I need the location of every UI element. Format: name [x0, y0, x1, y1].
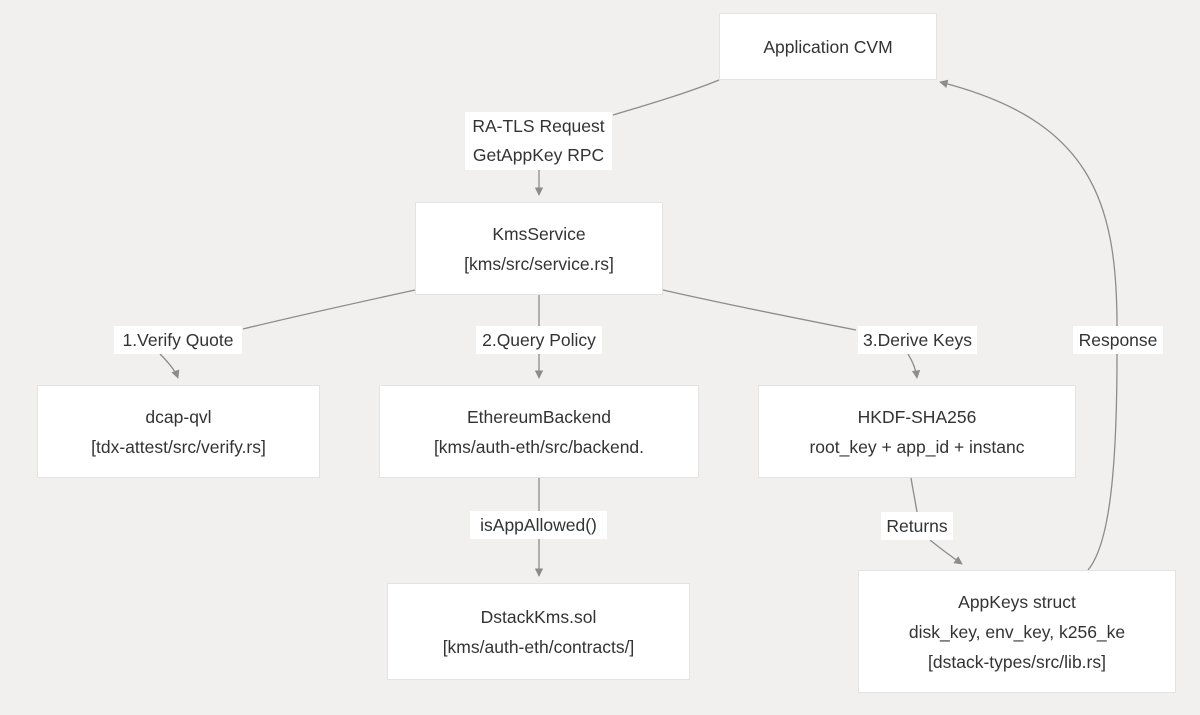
- edge-label-is-app-allowed: isAppAllowed(): [470, 511, 607, 539]
- edge-label-ra-tls-request-line-2: GetAppKey RPC: [472, 145, 605, 165]
- edge-cvm-to-label: [612, 79, 720, 116]
- node-dcap-qvl-line-1: dcap-qvl: [145, 406, 212, 427]
- node-kms-service-line-1: KmsService: [492, 223, 586, 244]
- edge-label-response-line-1: Response: [1078, 330, 1158, 350]
- edge-label-returns: Returns: [881, 512, 953, 540]
- edge-appkeys-to-response-label: [1087, 353, 1118, 571]
- edge-label-derive-keys: 3.Derive Keys: [858, 326, 977, 354]
- edge-kms-to-verify-label: [242, 289, 416, 330]
- edge-label-query-policy-line-1: 2.Query Policy: [482, 330, 596, 350]
- edge-label-verify-quote-line-1: 1.Verify Quote: [122, 330, 234, 350]
- node-dcap-qvl-line-2: [tdx-attest/src/verify.rs]: [91, 436, 266, 457]
- edge-derive-to-hkdf: [907, 353, 921, 379]
- node-kms-service[interactable]: KmsService [kms/src/service.rs]: [415, 202, 663, 295]
- node-dcap-qvl[interactable]: dcap-qvl [tdx-attest/src/verify.rs]: [37, 385, 320, 478]
- node-kms-service-line-2: [kms/src/service.rs]: [464, 253, 614, 274]
- node-dstack-kms-sol-line-1: DstackKms.sol: [480, 606, 597, 627]
- edge-label-derive-keys-line-1: 3.Derive Keys: [863, 330, 972, 350]
- node-app-keys-struct-line-1: AppKeys struct: [958, 591, 1076, 612]
- edge-hkdf-to-returns-label: [910, 477, 918, 513]
- edge-kms-to-derive-label: [662, 289, 857, 331]
- edge-label-is-app-allowed-line-1: isAppAllowed(): [480, 515, 597, 535]
- node-app-keys-struct-line-3: [dstack-types/src/lib.rs]: [928, 651, 1106, 672]
- edge-returns-to-appkeys: [929, 539, 963, 565]
- edge-label-ra-tls-request-line-1: RA-TLS Request: [472, 116, 605, 136]
- node-app-keys-struct-line-2: disk_key, env_key, k256_ke: [908, 621, 1126, 642]
- edge-verify-to-dcap: [159, 353, 180, 379]
- edge-response-to-cvm: [939, 79, 1118, 327]
- node-dstack-kms-sol[interactable]: DstackKms.sol [kms/auth-eth/contracts/]: [387, 583, 690, 680]
- node-hkdf-sha256-line-2: root_key + app_id + instanc: [809, 436, 1025, 457]
- edge-label-ra-tls-request: RA-TLS Request GetAppKey RPC: [465, 112, 612, 170]
- node-app-keys-struct[interactable]: AppKeys struct disk_key, env_key, k256_k…: [858, 570, 1176, 693]
- edge-label-query-policy: 2.Query Policy: [476, 326, 602, 354]
- edge-label-returns-line-1: Returns: [886, 516, 948, 536]
- node-ethereum-backend-line-1: EthereumBackend: [467, 406, 611, 427]
- node-dstack-kms-sol-line-2: [kms/auth-eth/contracts/]: [442, 636, 635, 657]
- edge-label-verify-quote: 1.Verify Quote: [114, 326, 242, 354]
- node-hkdf-sha256-line-1: HKDF-SHA256: [857, 406, 977, 427]
- node-application-cvm[interactable]: Application CVM: [719, 13, 937, 80]
- node-ethereum-backend[interactable]: EthereumBackend [kms/auth-eth/src/backen…: [379, 385, 699, 478]
- edge-label-response: Response: [1073, 326, 1163, 354]
- node-ethereum-backend-line-2: [kms/auth-eth/src/backend.: [433, 436, 645, 457]
- node-hkdf-sha256[interactable]: HKDF-SHA256 root_key + app_id + instanc: [758, 385, 1076, 478]
- node-application-cvm-line-1: Application CVM: [763, 36, 893, 57]
